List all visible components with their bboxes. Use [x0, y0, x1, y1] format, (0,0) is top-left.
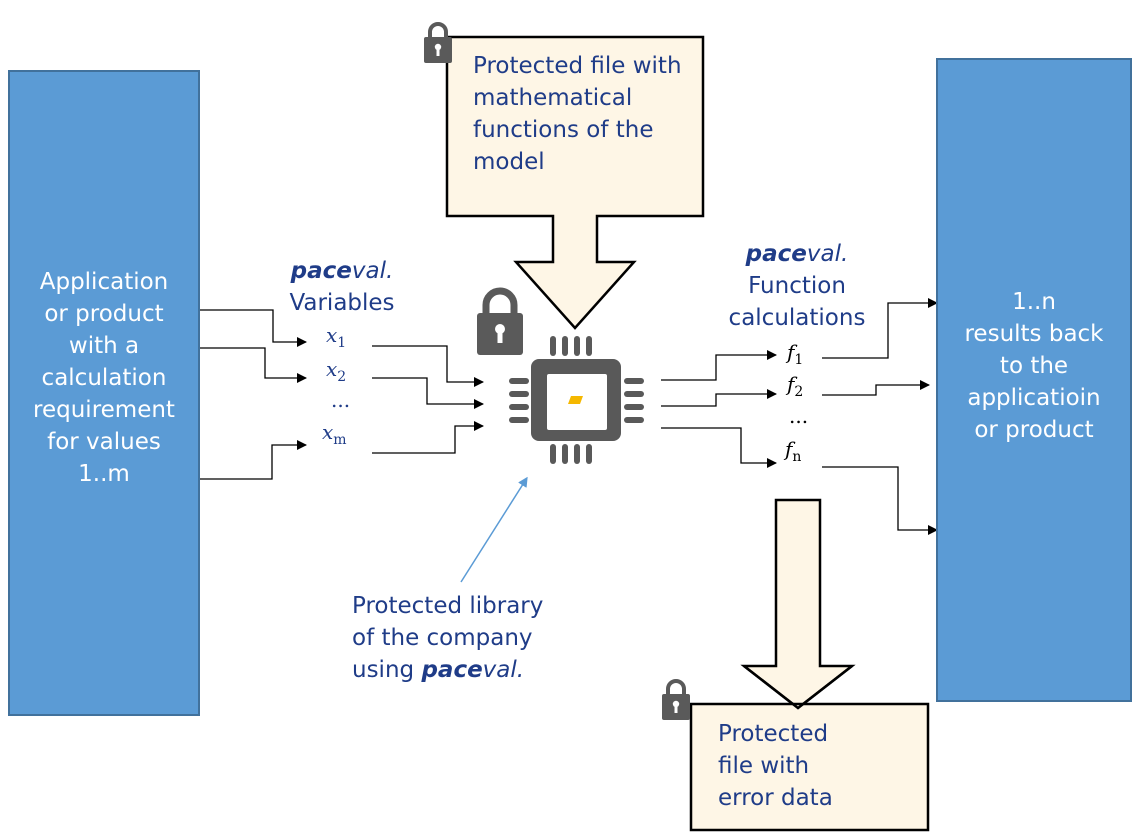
- brand-bold: pace: [745, 241, 807, 267]
- results-box-line: or product: [974, 417, 1094, 443]
- library-caption: Protected library of the company using p…: [352, 590, 543, 686]
- application-box-line: calculation: [41, 365, 167, 391]
- brand-italic: val.: [482, 657, 525, 683]
- results-box-line: 1..n: [1012, 289, 1056, 315]
- bottom-file-line: error data: [718, 785, 833, 811]
- lock-icon: [424, 22, 452, 63]
- application-box-line: or product: [44, 301, 164, 327]
- library-caption-line: Protected library: [352, 593, 544, 619]
- functions-label-line: Function: [748, 273, 846, 299]
- variable-ellipsis: ...: [331, 388, 351, 412]
- library-pointer: [460, 476, 528, 583]
- application-box-line: with a: [68, 333, 140, 359]
- bottom-file-text: Protected file with error data: [718, 718, 833, 814]
- lock-icon: [477, 287, 523, 355]
- brand-bold: pace: [290, 258, 352, 284]
- application-box-line: for values: [47, 429, 161, 455]
- top-file-line: Protected file with: [473, 53, 682, 79]
- application-box: Application or product with a calculatio…: [8, 70, 200, 716]
- output-connectors: [822, 298, 938, 535]
- function-connectors: [661, 350, 777, 468]
- library-caption-line: using paceval.: [352, 657, 525, 683]
- results-box-line: applicatioin: [967, 385, 1101, 411]
- function-f1: f1: [787, 340, 804, 368]
- variable-x1: x1: [326, 323, 347, 351]
- application-box-line: 1..m: [78, 461, 130, 487]
- results-box-line: results back: [964, 321, 1104, 347]
- variables-brand: paceval.: [284, 255, 400, 287]
- bottom-file-line: file with: [718, 753, 810, 779]
- application-box-line: requirement: [33, 397, 175, 423]
- top-file-box: [445, 35, 705, 330]
- bottom-file-line: Protected: [718, 721, 829, 747]
- variables-header: paceval. Variables: [284, 255, 400, 319]
- chip-icon: [509, 336, 644, 464]
- library-caption-line: of the company: [352, 625, 533, 651]
- function-fn: fn: [785, 437, 802, 465]
- bottom-file-box: [689, 702, 930, 832]
- application-box-line: Application: [39, 269, 169, 295]
- function-ellipsis: ...: [789, 404, 809, 428]
- results-box-line: to the: [999, 353, 1069, 379]
- results-box: 1..n results back to the applicatioin or…: [936, 58, 1132, 702]
- variable-connectors: [372, 345, 484, 454]
- down-arrow-icon: [740, 498, 856, 710]
- top-file-line: functions of the: [473, 117, 654, 143]
- function-f2: f2: [787, 372, 804, 400]
- lock-icon: [662, 679, 690, 720]
- input-connectors: [200, 309, 307, 480]
- variable-xm: xm: [322, 420, 347, 448]
- functions-header: paceval. Function calculations: [722, 238, 872, 334]
- brand-italic: val.: [806, 241, 849, 267]
- brand-bold: pace: [421, 657, 483, 683]
- top-file-line: mathematical: [473, 85, 633, 111]
- variables-label: Variables: [289, 290, 395, 316]
- functions-label-line: calculations: [728, 305, 866, 331]
- functions-brand: paceval.: [722, 238, 872, 270]
- variable-x2: x2: [326, 357, 347, 385]
- top-file-text: Protected file with mathematical functio…: [473, 50, 682, 178]
- brand-italic: val.: [351, 258, 394, 284]
- top-file-line: model: [473, 149, 545, 175]
